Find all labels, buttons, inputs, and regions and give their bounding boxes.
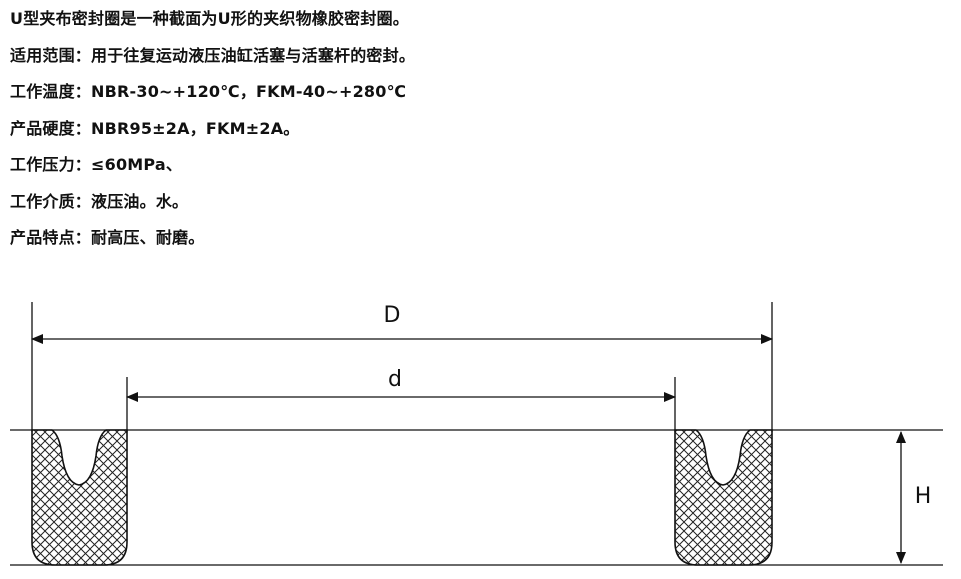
spec-value: 液压油。水。 bbox=[91, 191, 189, 211]
spec-value: NBR-30~+120℃，FKM-40~+280℃ bbox=[91, 82, 407, 101]
spec-label: 工作压力： bbox=[10, 155, 92, 174]
spec-value: 耐高压、耐磨。 bbox=[91, 228, 205, 247]
seal-cross-section-drawing: D d H bbox=[10, 302, 943, 566]
spec-label: 适用范围： bbox=[10, 45, 92, 65]
spec-text-block: U型夹布密封圈是一种截面为U形的夹织物橡胶密封圈。 适用范围：用于往复运动液压油… bbox=[10, 6, 950, 262]
spec-row-pressure: 工作压力：≤60MPa、 bbox=[10, 152, 950, 189]
dimension-label-d: d bbox=[388, 367, 402, 392]
spec-title: U型夹布密封圈是一种截面为U形的夹织物橡胶密封圈。 bbox=[10, 9, 409, 28]
dimension-label-D: D bbox=[384, 303, 401, 328]
spec-row-temperature: 工作温度：NBR-30~+120℃，FKM-40~+280℃ bbox=[10, 79, 950, 116]
spec-label: 产品硬度： bbox=[10, 118, 92, 138]
seal-profile-right bbox=[674, 429, 773, 566]
seal-profile-left bbox=[31, 429, 128, 566]
spec-label: 产品特点： bbox=[10, 228, 92, 247]
spec-label: 工作温度： bbox=[10, 82, 92, 101]
spec-value: NBR95±2A，FKM±2A。 bbox=[91, 118, 300, 138]
spec-value: 用于往复运动液压油缸活塞与活塞杆的密封。 bbox=[91, 45, 416, 65]
spec-row-application: 适用范围：用于往复运动液压油缸活塞与活塞杆的密封。 bbox=[10, 43, 950, 80]
spec-row-medium: 工作介质：液压油。水。 bbox=[10, 189, 950, 226]
spec-value: ≤60MPa、 bbox=[91, 155, 183, 174]
spec-label: 工作介质： bbox=[10, 191, 92, 211]
spec-row-features: 产品特点：耐高压、耐磨。 bbox=[10, 225, 950, 262]
spec-row-hardness: 产品硬度：NBR95±2A，FKM±2A。 bbox=[10, 116, 950, 153]
dimension-label-H: H bbox=[915, 484, 932, 509]
